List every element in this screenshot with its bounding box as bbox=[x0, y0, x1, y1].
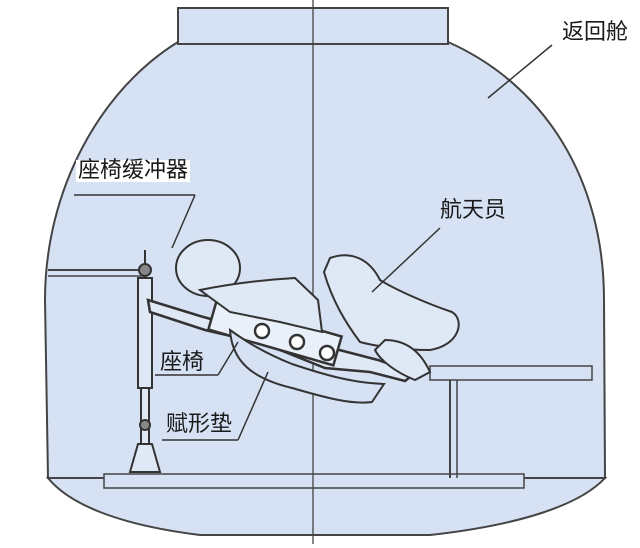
astronaut-figure bbox=[175, 239, 460, 382]
capsule-label: 返回舱 bbox=[560, 20, 631, 45]
heat-shield bbox=[45, 477, 608, 536]
capsule-body bbox=[43, 41, 607, 479]
seat-buffer-label: 座椅缓冲器 bbox=[76, 158, 191, 183]
seat-frame bbox=[146, 298, 418, 383]
seat-label: 座椅 bbox=[160, 350, 205, 375]
right-shelf bbox=[429, 365, 593, 381]
astronaut-label: 航天员 bbox=[440, 198, 507, 223]
leader-lines bbox=[74, 44, 553, 441]
floor-plate bbox=[103, 473, 525, 489]
contoured-pad bbox=[228, 327, 386, 404]
contoured-pad-label: 赋形垫 bbox=[166, 412, 233, 437]
